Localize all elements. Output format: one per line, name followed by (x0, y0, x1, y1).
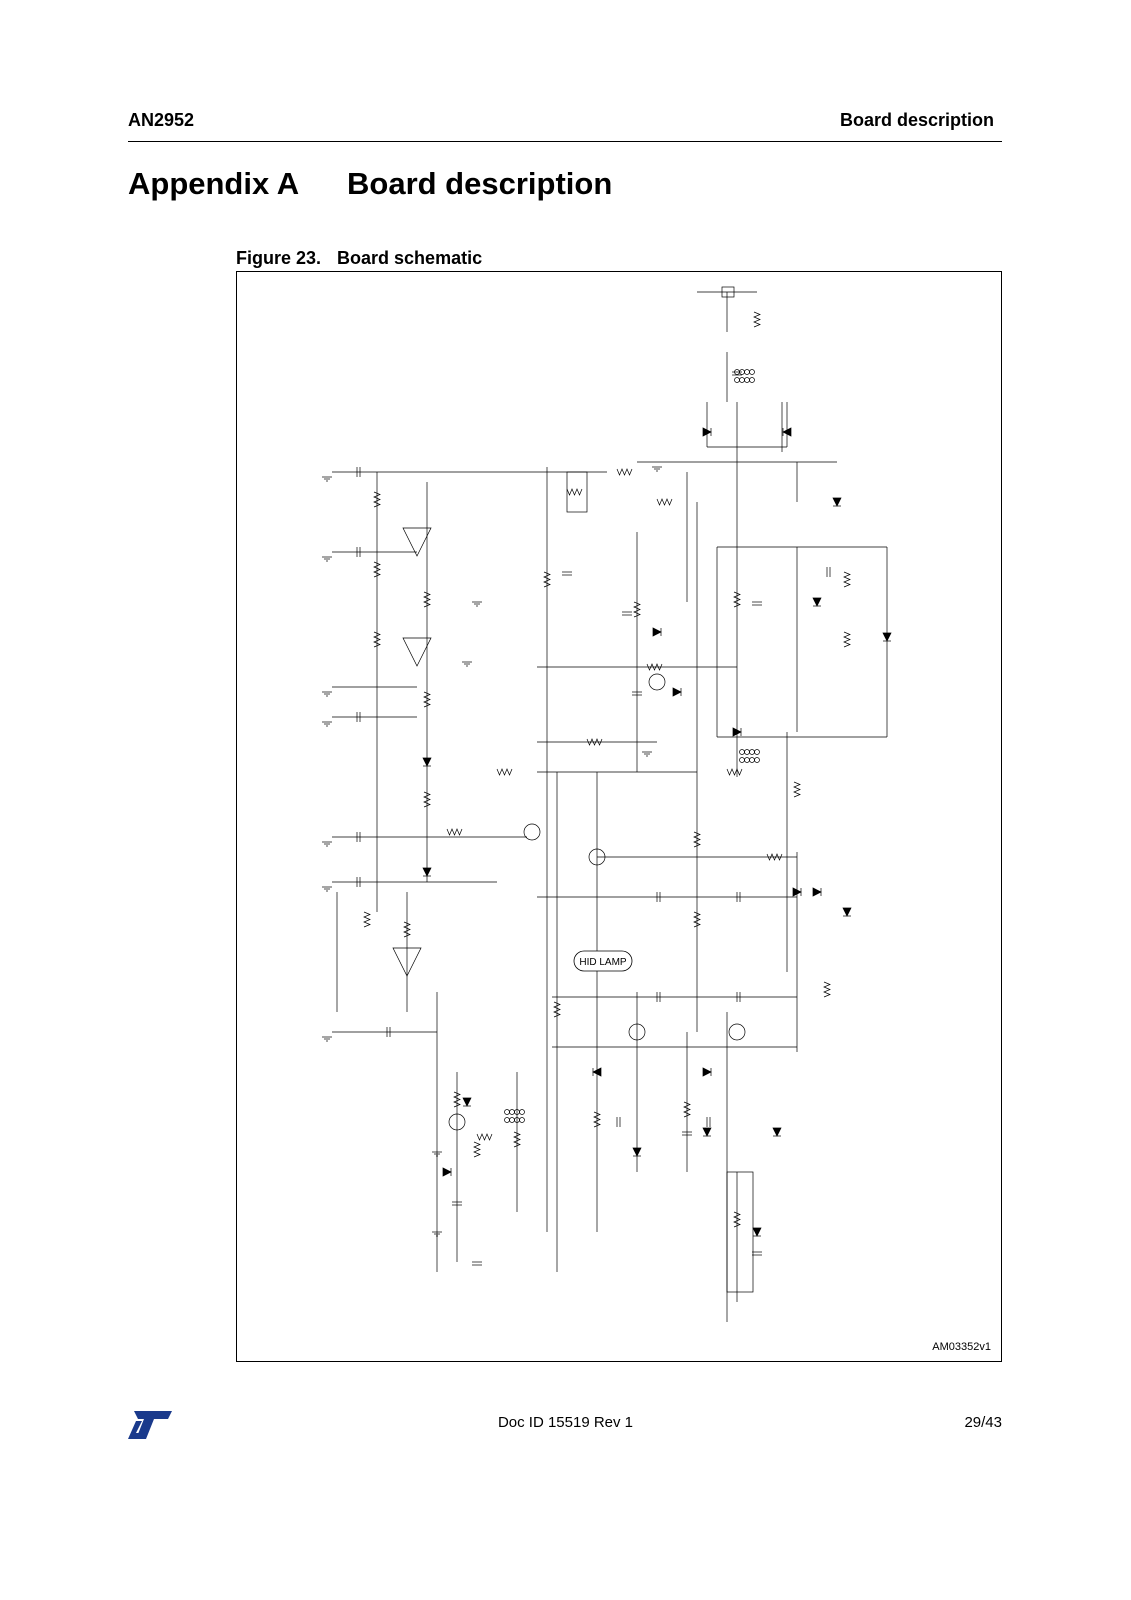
st-logo (128, 1411, 172, 1444)
appendix-label: Appendix A (128, 166, 300, 201)
figure-title: Board schematic (337, 248, 483, 268)
document-id: Doc ID 15519 Rev 1 (497, 1414, 634, 1431)
hid-lamp-label: HID LAMP (579, 957, 627, 968)
header-divider (128, 141, 1002, 142)
running-header-section: Board description (839, 110, 994, 130)
figure-id: AM03352v1 (932, 1341, 991, 1353)
hid-lamp-symbol (573, 950, 633, 972)
document-code: AN2952 (128, 110, 195, 130)
appendix-heading: Appendix A Board description (128, 166, 612, 202)
figure-caption: Figure 23. Board schematic (236, 248, 482, 269)
page-number: 29/43 (964, 1414, 1002, 1431)
board-schematic-drawing: HID LAMP (322, 286, 892, 1322)
appendix-title: Board description (347, 166, 613, 201)
schematic-figure: HID LAMP AM03352v1 (236, 271, 1002, 1362)
figure-label: Figure 23. (236, 248, 322, 268)
